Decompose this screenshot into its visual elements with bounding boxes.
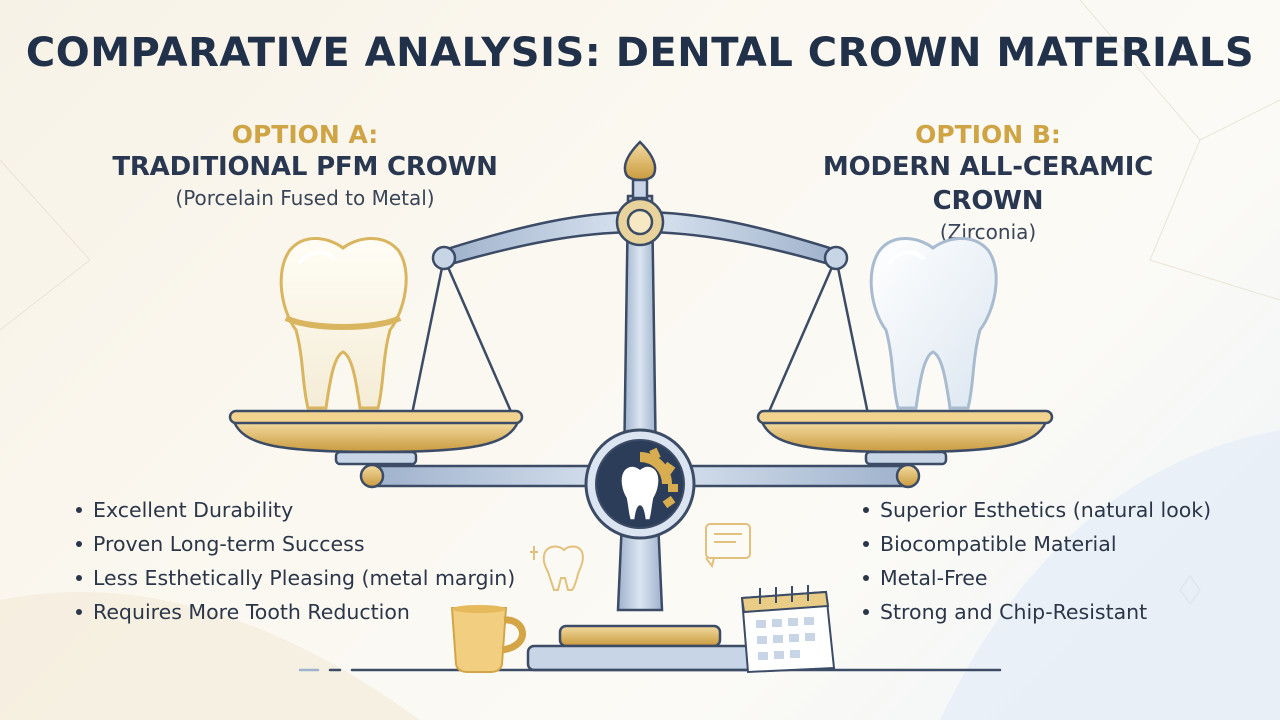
option-a-point-1: Excellent Durability [93,498,294,522]
bullet-icon [863,507,869,513]
option-a-name: TRADITIONAL PFM CROWN [112,152,498,182]
option-a-points: Excellent Durability Proven Long-term Su… [76,493,515,629]
left-pan [228,409,524,466]
option-b-point-1: Superior Esthetics (natural look) [880,498,1212,522]
option-b-header: OPTION B: MODERN ALL-CERAMIC CROWN (Zirc… [778,120,1198,246]
page-title: COMPARATIVE ANALYSIS: DENTAL CROWN MATER… [25,30,1255,76]
list-item: Metal-Free [863,561,1211,595]
bullet-icon [863,575,869,581]
clipboard-icon [705,523,751,569]
option-b-name: MODERN ALL-CERAMIC CROWN [822,152,1154,216]
bullet-icon [76,609,82,615]
list-item: Proven Long-term Success [76,527,515,561]
option-a-header: OPTION A: TRADITIONAL PFM CROWN (Porcela… [95,120,515,212]
option-a-subtitle: (Porcelain Fused to Metal) [175,186,435,210]
list-item: Excellent Durability [76,493,515,527]
bullet-icon [76,575,82,581]
option-b-point-4: Strong and Chip-Resistant [880,600,1148,624]
option-b-point-2: Biocompatible Material [880,532,1117,556]
list-item: Requires More Tooth Reduction [76,595,515,629]
option-a-point-3: Less Esthetically Pleasing (metal margin… [93,566,516,590]
coffee-mug-icon [450,605,526,673]
bullet-icon [76,541,82,547]
list-item: Less Esthetically Pleasing (metal margin… [76,561,515,595]
tooth-gear-emblem-icon [584,428,696,540]
bullet-icon [863,541,869,547]
zirconia-tooth-icon [869,236,998,410]
calendar-icon [740,585,836,674]
option-a-point-2: Proven Long-term Success [93,532,365,556]
option-b-points: Superior Esthetics (natural look) Biocom… [863,493,1211,629]
bullet-icon [863,609,869,615]
bullet-icon [76,507,82,513]
option-b-point-3: Metal-Free [880,566,988,590]
option-a-label: OPTION A: [231,120,379,149]
list-item: Superior Esthetics (natural look) [863,493,1211,527]
right-pan [756,409,1054,466]
list-item: Biocompatible Material [863,527,1211,561]
dental-chart-icon [530,545,584,591]
option-b-label: OPTION B: [915,120,1061,149]
list-item: Strong and Chip-Resistant [863,595,1211,629]
pfm-tooth-icon [279,236,408,410]
option-a-point-4: Requires More Tooth Reduction [93,600,410,624]
